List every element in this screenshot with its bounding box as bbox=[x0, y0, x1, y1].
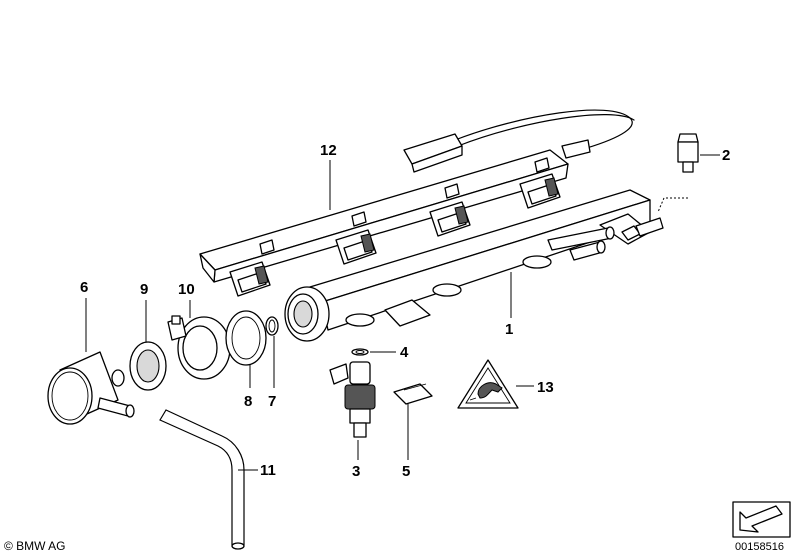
part-4-injector-seal[interactable] bbox=[351, 348, 369, 356]
part-3-injector[interactable] bbox=[329, 361, 376, 438]
callout-7: 7 bbox=[268, 393, 276, 410]
callout-5: 5 bbox=[402, 463, 410, 480]
callout-6: 6 bbox=[80, 279, 88, 296]
callout-11: 11 bbox=[260, 462, 276, 479]
part-7-o-ring[interactable] bbox=[265, 316, 279, 336]
callout-13: 13 bbox=[537, 379, 554, 396]
harness-connector-4 bbox=[519, 173, 561, 209]
callout-2: 2 bbox=[722, 147, 730, 164]
copyright-text: © BMW AG bbox=[4, 539, 66, 553]
harness-connector-3 bbox=[429, 201, 471, 237]
callout-10: 10 bbox=[178, 281, 195, 298]
part-9-seal-ring[interactable] bbox=[129, 341, 167, 391]
leader-lines bbox=[85, 160, 534, 471]
arrow-nav-icon[interactable] bbox=[732, 501, 791, 538]
callout-9: 9 bbox=[140, 281, 148, 298]
callout-12: 12 bbox=[320, 142, 337, 159]
part-10-clamp[interactable] bbox=[167, 315, 231, 380]
callout-labels: 1 2 3 4 5 6 7 8 9 10 11 12 13 bbox=[80, 142, 730, 480]
part-8-ring[interactable] bbox=[225, 310, 267, 366]
part-11-fuel-hose[interactable] bbox=[159, 409, 245, 550]
rodent-warning-triangle-icon[interactable] bbox=[457, 359, 519, 409]
part-5-clip[interactable] bbox=[393, 383, 433, 405]
document-number: 00158516 bbox=[735, 541, 784, 553]
harness-connector-1 bbox=[229, 261, 271, 297]
part-1-fuel-rail[interactable] bbox=[284, 189, 664, 342]
callout-1: 1 bbox=[505, 321, 513, 338]
part-6-pressure-regulator[interactable] bbox=[47, 351, 135, 425]
harness-connector-2 bbox=[335, 229, 377, 265]
part-12-wiring-harness[interactable] bbox=[199, 109, 635, 297]
callout-3: 3 bbox=[352, 463, 360, 480]
callout-8: 8 bbox=[244, 393, 252, 410]
part-2-bolt[interactable] bbox=[677, 133, 699, 173]
callout-4: 4 bbox=[400, 344, 409, 361]
